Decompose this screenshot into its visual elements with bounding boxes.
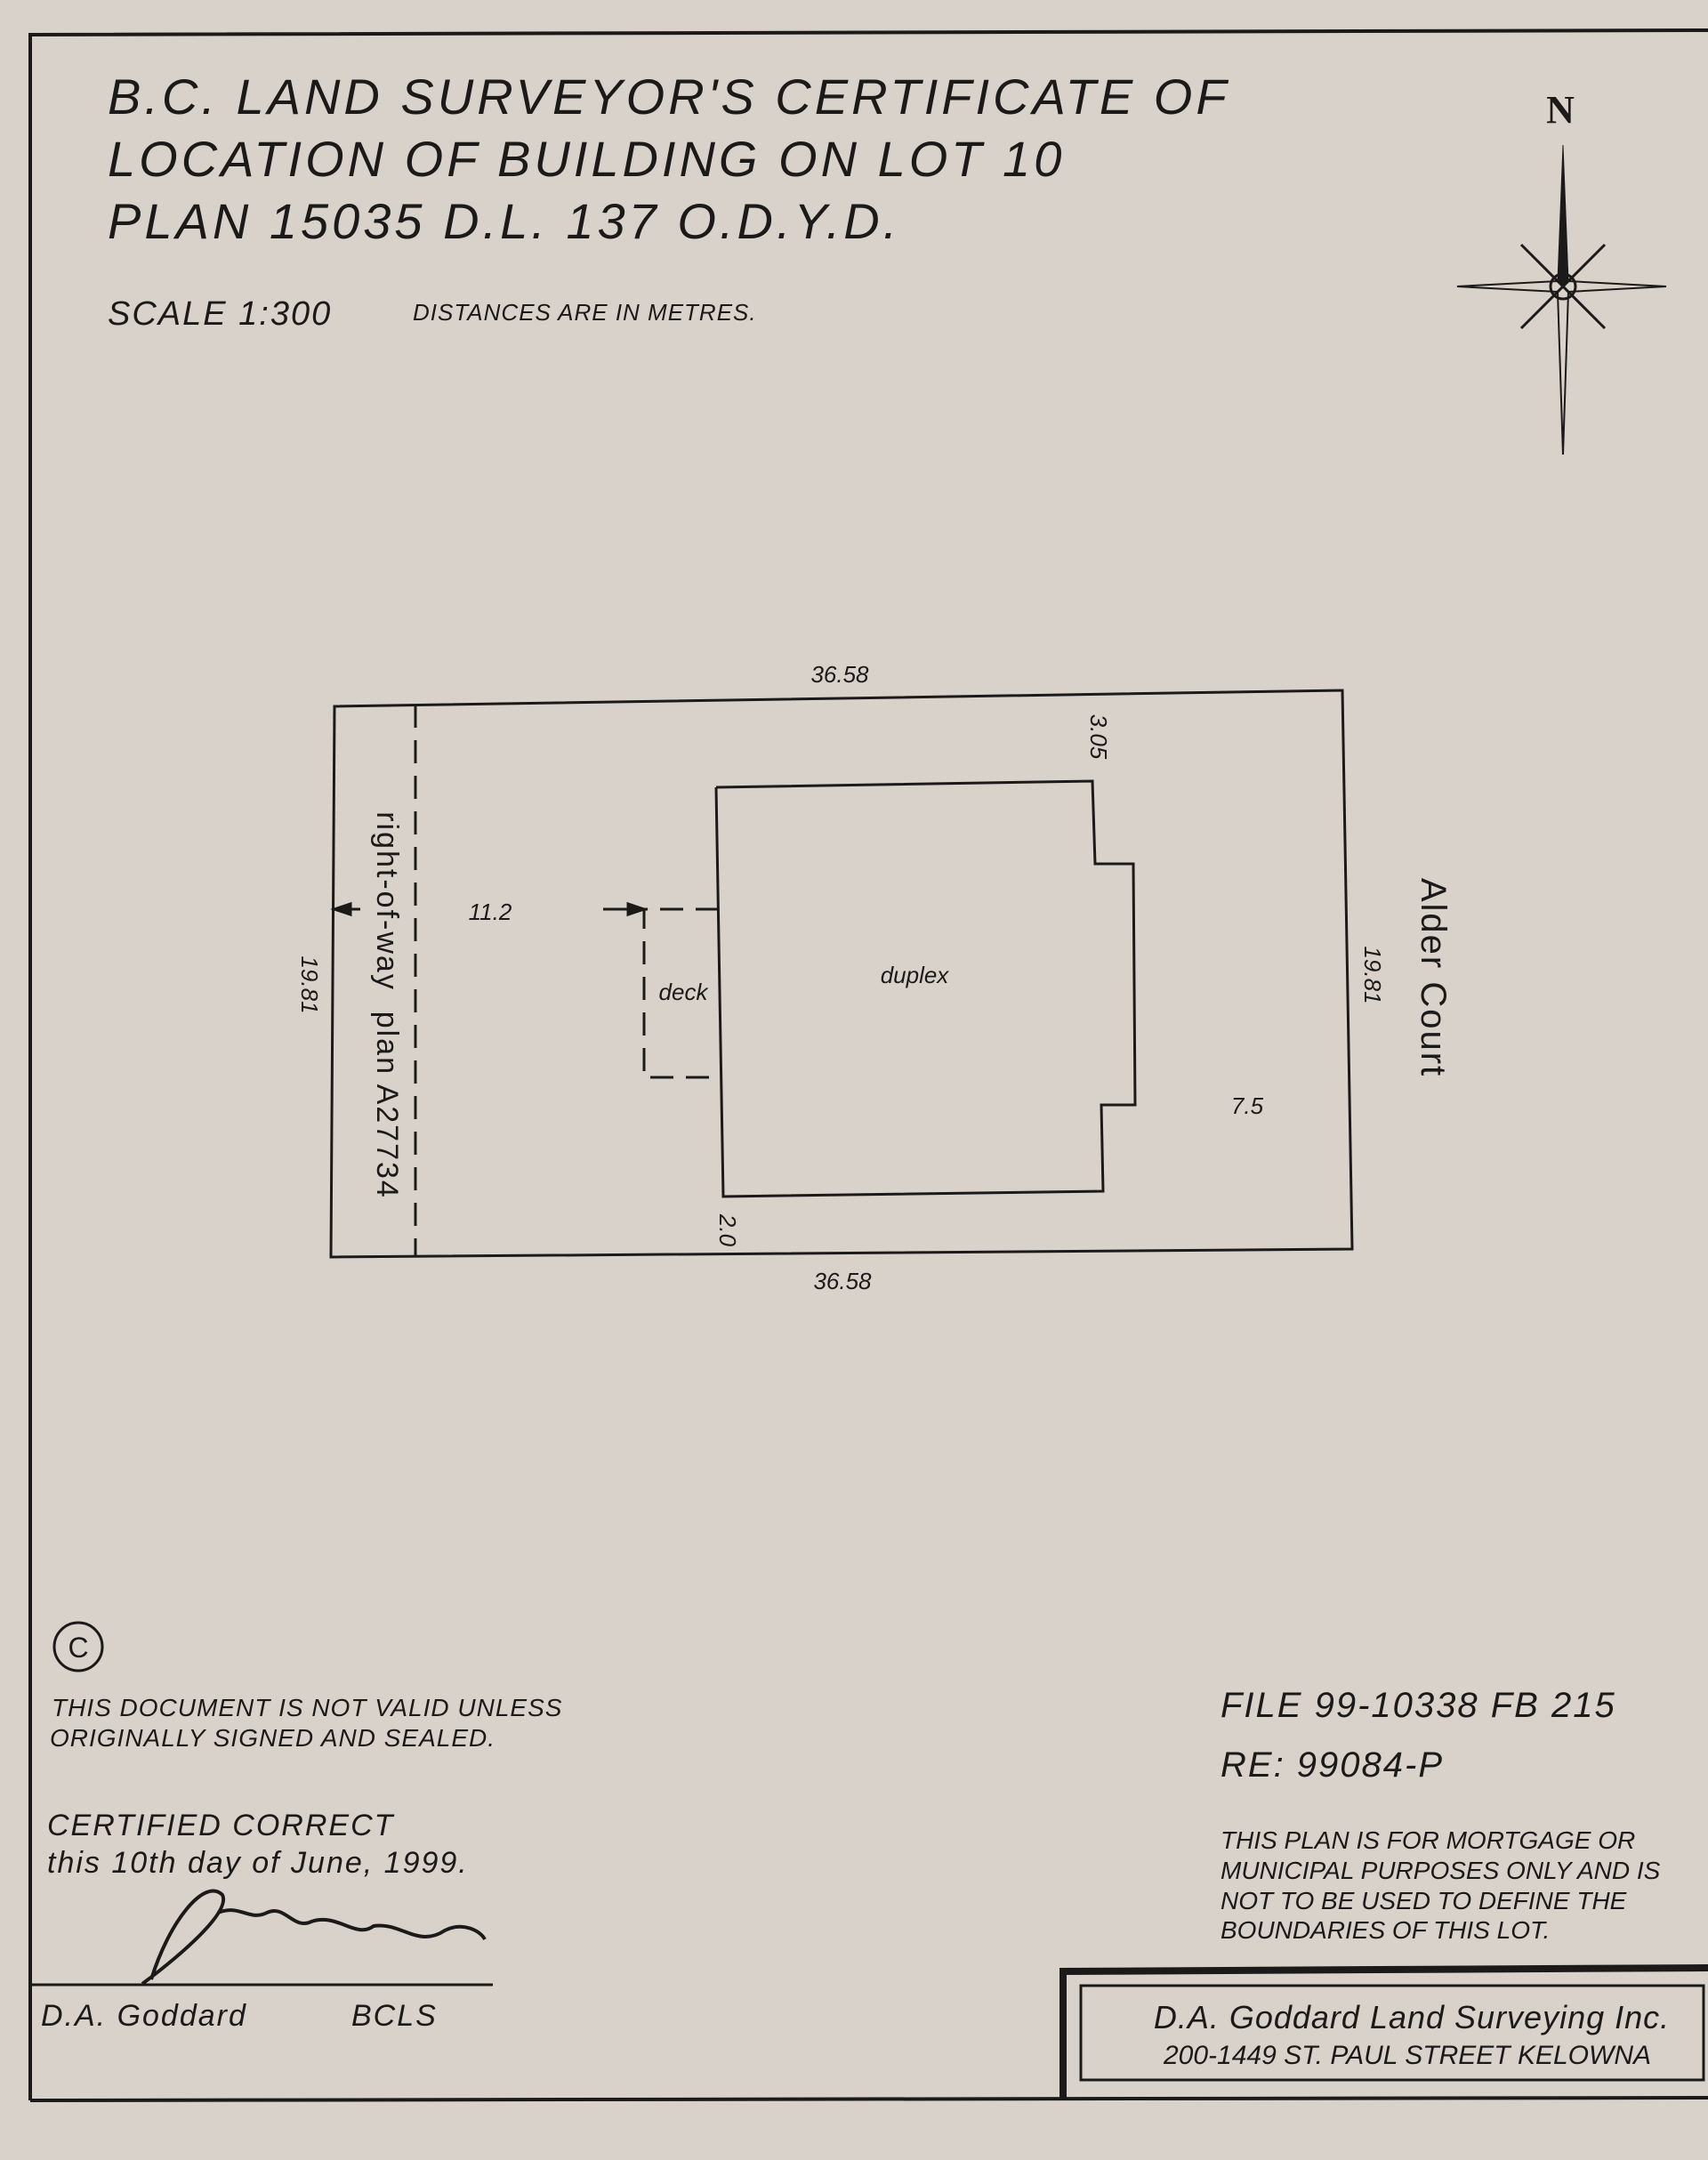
title-line-1: B.C. LAND SURVEYOR'S CERTIFICATE OF (108, 69, 1230, 125)
right-width-label: 19.81 (1359, 946, 1386, 1003)
company-name: D.A. Goddard Land Surveying Inc. (1154, 1999, 1670, 2035)
title-line-3: PLAN 15035 D.L. 137 O.D.Y.D. (108, 193, 900, 249)
disclaimer-line-4: BOUNDARIES OF THIS LOT. (1221, 1916, 1550, 1944)
front-setback-label: 7.5 (1231, 1092, 1264, 1119)
side-setback-top-label: 3.05 (1085, 714, 1112, 760)
certification-line-2: this 10th day of June, 1999. (47, 1846, 469, 1880)
disclaimer-line-1: THIS PLAN IS FOR MORTGAGE OR (1221, 1826, 1635, 1854)
surveyor-name: D.A. Goddard (41, 1999, 247, 2033)
signature (141, 1889, 487, 1986)
title-block-outer (1059, 1964, 1708, 2100)
units-note: DISTANCES ARE IN METRES. (413, 299, 757, 326)
deck-label: deck (659, 979, 710, 1005)
north-label: N (1546, 88, 1575, 132)
company-address: 200-1449 ST. PAUL STREET KELOWNA (1163, 2041, 1651, 2070)
bottom-length-label: 36.58 (813, 1268, 872, 1294)
street-label: Alder Court (1414, 878, 1453, 1077)
right-of-way-label: right-of-way plan A27734 (370, 811, 404, 1199)
duplex-footprint (714, 779, 1137, 1198)
rear-setback-label: 11.2 (469, 899, 512, 925)
surveyor-designation: BCLS (351, 1999, 438, 2033)
validity-note-line-1: THIS DOCUMENT IS NOT VALID UNLESS (52, 1694, 562, 1721)
certification-line-1: CERTIFIED CORRECT (47, 1809, 395, 1842)
side-setback-bottom-label: 2.0 (714, 1213, 741, 1247)
validity-note-line-2: ORIGINALLY SIGNED AND SEALED. (50, 1724, 495, 1752)
deck-outline (642, 907, 719, 1079)
left-width-label: 19.81 (296, 955, 323, 1013)
compass-rose-icon (1456, 144, 1667, 455)
disclaimer-line-2: MUNICIPAL PURPOSES ONLY AND IS (1221, 1857, 1661, 1884)
scale-label: SCALE 1:300 (108, 295, 332, 333)
copyright-icon (52, 1621, 104, 1672)
copyright-symbol: C (68, 1632, 88, 1664)
top-length-label: 36.58 (810, 661, 869, 688)
file-reference: FILE 99-10338 FB 215 (1221, 1686, 1616, 1725)
disclaimer-line-3: NOT TO BE USED TO DEFINE THE (1221, 1887, 1627, 1914)
page-border-bottom (29, 2096, 1708, 2102)
title-line-2: LOCATION OF BUILDING ON LOT 10 (108, 131, 1065, 187)
lot-boundary (329, 689, 1354, 1259)
building-label: duplex (881, 962, 950, 988)
setback-arrows (330, 901, 649, 917)
re-reference: RE: 99084-P (1221, 1745, 1444, 1785)
title-block-inner (1079, 1984, 1705, 2082)
page-border (28, 28, 1708, 2100)
